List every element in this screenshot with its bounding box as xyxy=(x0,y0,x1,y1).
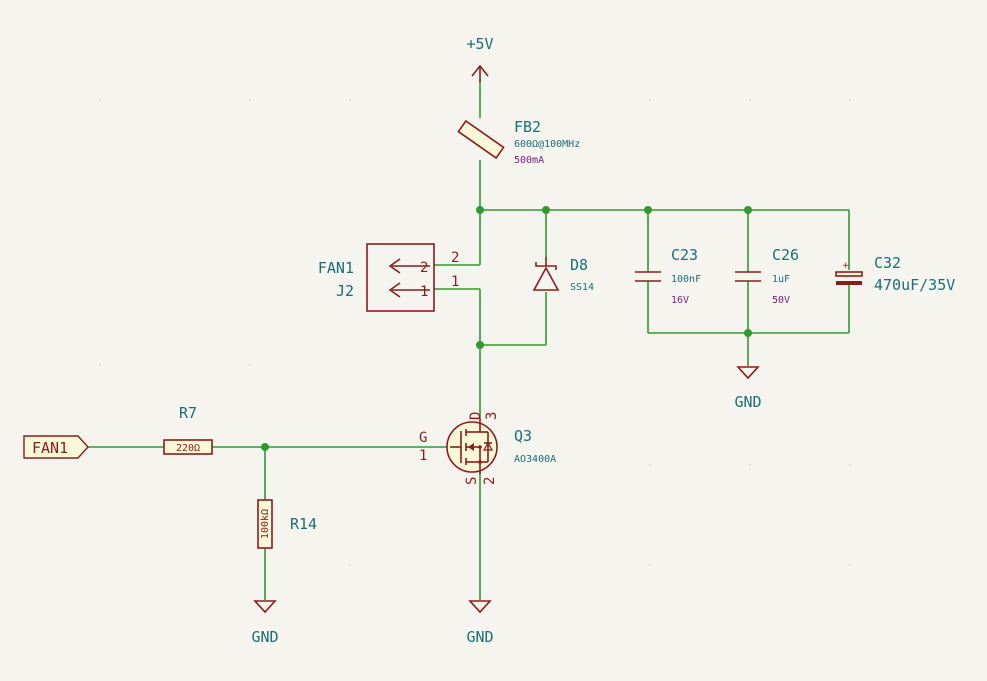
resistor-r7[interactable]: 220Ω R7 xyxy=(163,404,213,455)
q3-gate-label: G xyxy=(419,430,427,446)
capacitor-c26[interactable]: C26 1uF 50V xyxy=(735,246,799,306)
gnd-q3-label: GND xyxy=(466,628,493,646)
q3-value: AO3400A xyxy=(514,454,556,465)
j2-ref: J2 xyxy=(336,282,354,300)
c23-ref: C23 xyxy=(671,246,698,264)
c26-rating: 50V xyxy=(772,295,790,306)
q3-ref: Q3 xyxy=(514,427,532,445)
resistor-r14[interactable]: 100kΩ R14 xyxy=(257,499,317,549)
c32-polarity: + xyxy=(842,261,850,271)
gnd-symbol-caps[interactable]: GND xyxy=(734,366,762,411)
fb2-value: 600Ω@100MHz xyxy=(514,139,580,150)
junctions xyxy=(261,206,752,451)
r14-value: 100kΩ xyxy=(260,509,271,539)
j2-pin2-number: 2 xyxy=(451,250,459,266)
mosfet-q3[interactable]: G 1 D 3 S 2 Q3 AO3400A xyxy=(419,412,556,485)
capacitor-c32[interactable]: + C32 470uF/35V xyxy=(835,254,955,294)
q3-drain-label: D xyxy=(468,412,484,420)
fb2-rating: 500mA xyxy=(514,155,544,166)
r14-ref: R14 xyxy=(290,515,317,533)
power-5v-label: +5V xyxy=(466,35,493,53)
j2-name: FAN1 xyxy=(318,259,354,277)
r7-ref: R7 xyxy=(179,404,197,422)
d8-value: SS14 xyxy=(570,282,594,293)
c23-value: 100nF xyxy=(671,274,701,285)
grid xyxy=(99,99,851,566)
gnd-r14-label: GND xyxy=(251,628,278,646)
j2-pin1-number: 1 xyxy=(451,274,459,290)
q3-source-label: S xyxy=(464,477,480,485)
c32-value: 470uF/35V xyxy=(874,276,955,294)
q3-drain-pin: 3 xyxy=(484,412,500,420)
c26-value: 1uF xyxy=(772,274,790,285)
connector-j2[interactable]: 2 1 2 1 FAN1 J2 xyxy=(318,243,460,312)
fan1-net-text: FAN1 xyxy=(32,439,68,457)
gnd-symbol-q3[interactable]: GND xyxy=(466,600,494,646)
j2-pin2-inner: 2 xyxy=(420,260,428,276)
wires xyxy=(88,80,850,600)
power-5v-symbol[interactable]: +5V xyxy=(466,35,494,82)
r7-value: 220Ω xyxy=(176,443,200,454)
diode-d8[interactable]: D8 SS14 xyxy=(532,256,594,293)
c23-rating: 16V xyxy=(671,295,689,306)
j2-pin1-inner: 1 xyxy=(420,284,428,300)
ferrite-bead-fb2[interactable]: FB2 600Ω@100MHz 500mA xyxy=(457,118,580,166)
c32-ref: C32 xyxy=(874,254,901,272)
net-label-fan1[interactable]: FAN1 xyxy=(23,435,89,459)
capacitor-c23[interactable]: C23 100nF 16V xyxy=(635,246,701,306)
d8-ref: D8 xyxy=(570,256,588,274)
c26-ref: C26 xyxy=(772,246,799,264)
gnd-caps-label: GND xyxy=(734,393,761,411)
q3-source-pin: 2 xyxy=(482,477,498,485)
gnd-symbol-r14[interactable]: GND xyxy=(251,600,279,646)
fb2-ref: FB2 xyxy=(514,118,541,136)
q3-gate-pin: 1 xyxy=(419,448,427,464)
